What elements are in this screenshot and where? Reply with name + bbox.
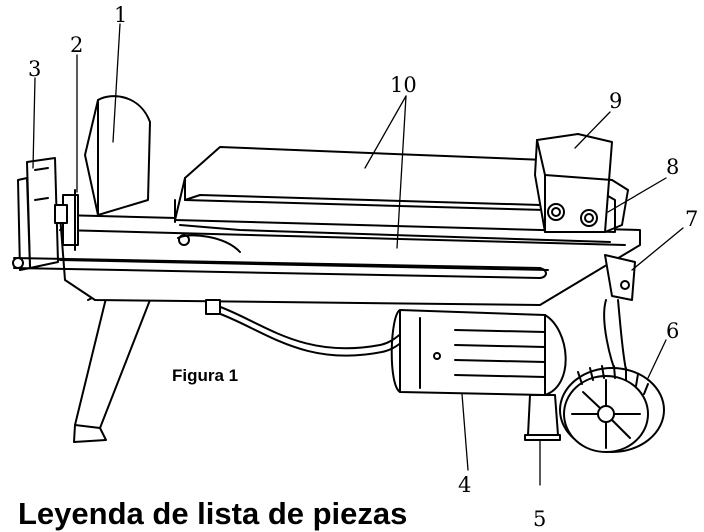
callout-numbers: 1 2 3 4 5 6 7 8 9 10: [28, 3, 698, 531]
callout-10: 10: [390, 73, 417, 97]
control-lever: [603, 254, 636, 379]
callout-7: 7: [685, 207, 698, 231]
callout-6: 6: [666, 319, 679, 343]
hydraulic-fittings: [547, 203, 598, 227]
figure-caption: Figura 1: [172, 366, 239, 385]
splitting-wedge: [84, 95, 151, 216]
tie-rod: [12, 257, 547, 279]
support-leg: [73, 289, 151, 443]
callout-8: 8: [666, 155, 679, 179]
hydraulic-hose: [205, 299, 413, 357]
callout-leaders: [32, 23, 684, 486]
callout-3: 3: [28, 57, 41, 81]
callout-2: 2: [70, 33, 83, 57]
callout-9: 9: [609, 89, 622, 113]
callout-4: 4: [458, 473, 471, 497]
callout-5: 5: [533, 507, 546, 531]
parts-list-heading: Leyenda de lista de piezas: [18, 496, 408, 531]
motor-foot: [524, 394, 561, 441]
electric-motor: [390, 309, 567, 396]
end-bracket: [17, 157, 79, 271]
callout-1: 1: [114, 3, 127, 27]
work-table: [174, 146, 616, 253]
wheel: [559, 365, 665, 453]
